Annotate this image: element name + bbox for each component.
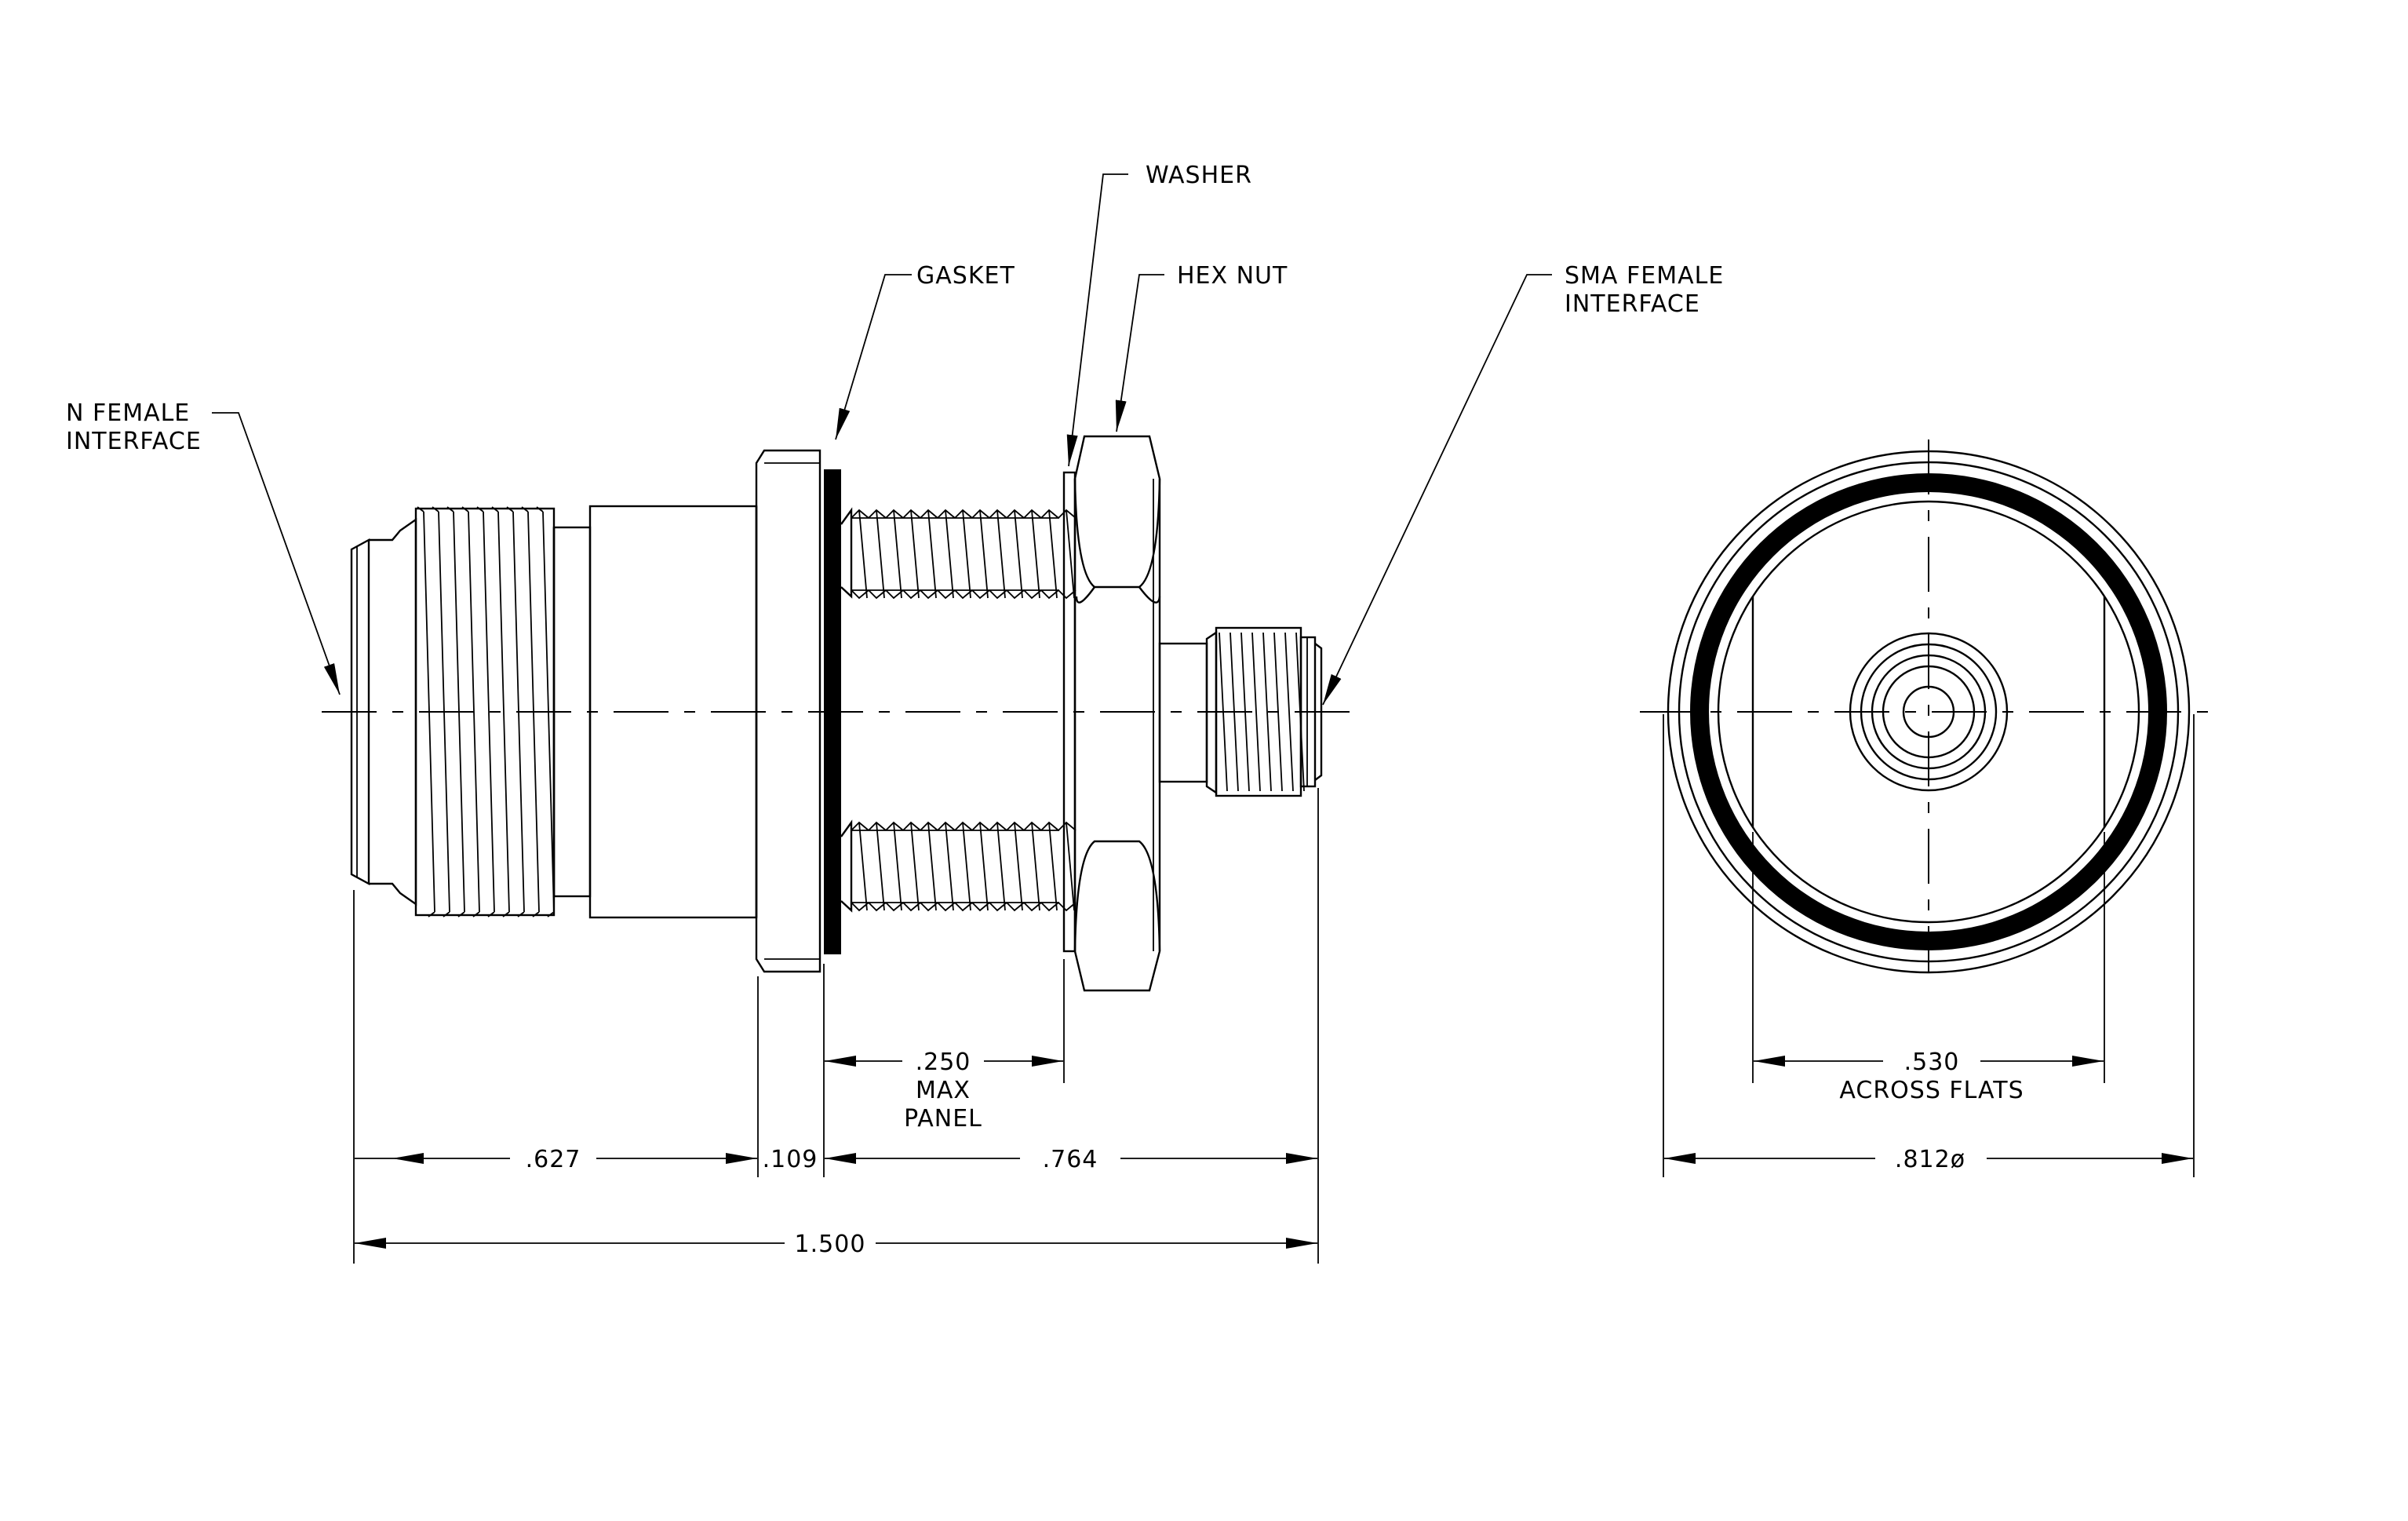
end-view [1640, 440, 2220, 974]
bulkhead-thread-lower [840, 819, 1076, 913]
sma-female-label-line1: SMA FEMALE [1565, 262, 1724, 290]
dim-across-flats-value: .530 [1904, 1049, 1960, 1076]
dim-across-flats-label: ACROSS FLATS [1839, 1077, 2024, 1104]
dim-diameter: .812ø [1895, 1146, 1965, 1173]
flange [755, 449, 821, 973]
hex-nut-label: HEX NUT [1177, 262, 1288, 290]
dim-rear-length: .764 [1043, 1146, 1098, 1173]
dim-n-body-length: .627 [526, 1146, 581, 1173]
extension-lines [353, 714, 2195, 1264]
dim-max-panel-line3: PANEL [904, 1105, 982, 1133]
side-view [322, 435, 1365, 992]
dimension-lines [355, 1056, 2193, 1249]
dim-max-panel-line2: MAX [916, 1077, 971, 1104]
sma-female-label-line2: INTERFACE [1565, 290, 1700, 318]
callout-leaders [212, 173, 1552, 706]
n-female-label-line2: INTERFACE [66, 428, 202, 455]
n-female-label-line1: N FEMALE [66, 399, 190, 427]
hex-nut [1073, 435, 1161, 992]
bulkhead-thread-upper [840, 507, 1076, 600]
dim-flange-thickness: .109 [763, 1146, 818, 1173]
gasket-label: GASKET [916, 262, 1015, 290]
dim-overall-length: 1.500 [795, 1231, 866, 1258]
washer-label: WASHER [1146, 162, 1252, 189]
dim-max-panel-value: .250 [916, 1049, 971, 1076]
